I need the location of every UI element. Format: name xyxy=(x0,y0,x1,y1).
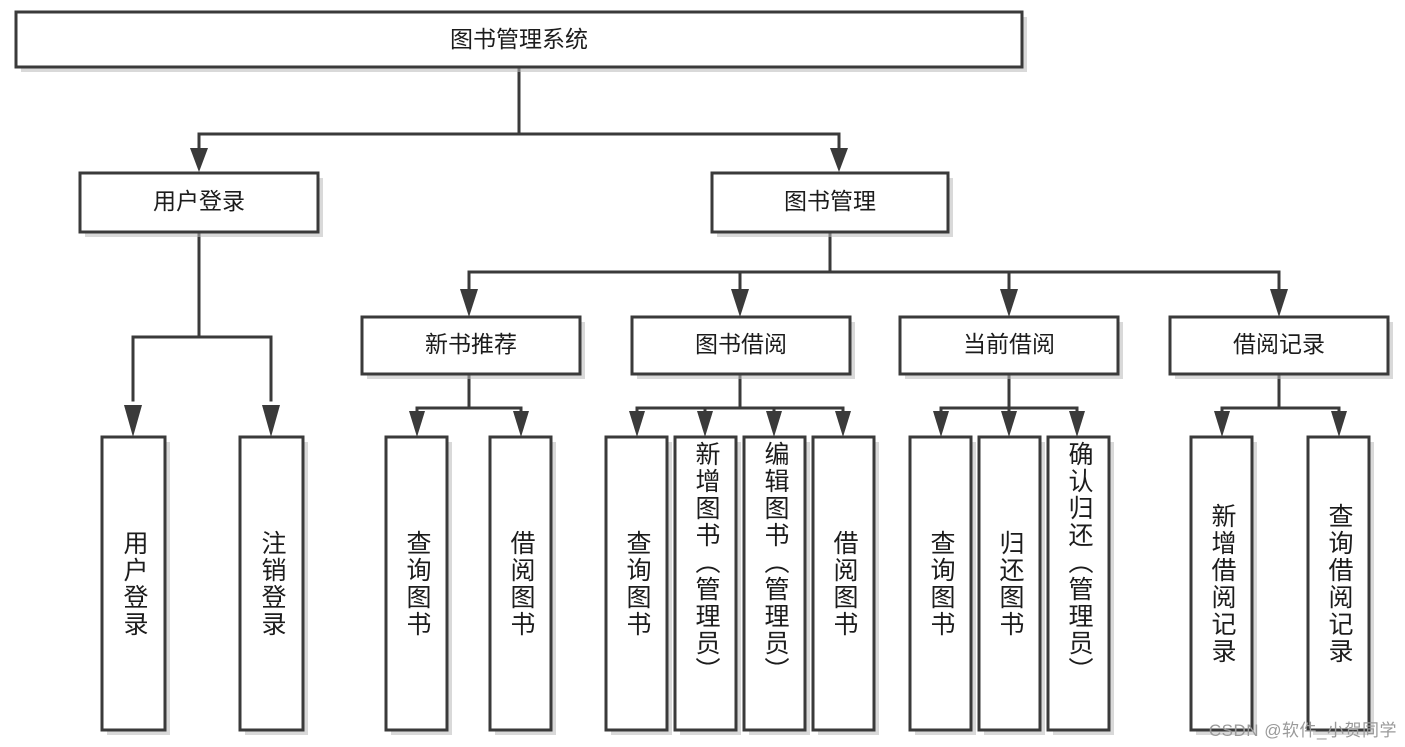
node-new-book-recommend-label: 新书推荐 xyxy=(425,331,517,357)
connector-borrow-record-to-leaves xyxy=(1214,372,1347,437)
node-current-borrow-label: 当前借阅 xyxy=(963,331,1055,357)
connector-current-borrow-to-leaves xyxy=(933,372,1085,437)
node-book-manage-label: 图书管理 xyxy=(784,188,876,214)
connector-root-to-level2 xyxy=(190,66,848,172)
leaf-book-borrow-3[interactable] xyxy=(811,435,879,735)
csdn-watermark: CSDN @软件_小贺同学 xyxy=(1208,721,1397,740)
leaf-current-borrow-1[interactable] xyxy=(977,435,1045,735)
leaf-current-borrow-0[interactable] xyxy=(908,435,976,735)
leaf-book-borrow-2[interactable] xyxy=(742,435,810,735)
leaf-user-login-1[interactable] xyxy=(238,435,308,735)
node-borrow-record-label: 借阅记录 xyxy=(1233,331,1325,357)
leaf-book-borrow-0[interactable] xyxy=(604,435,672,735)
node-user-login[interactable]: 用户登录 xyxy=(78,171,323,237)
node-borrow-record[interactable]: 借阅记录 xyxy=(1168,315,1393,379)
node-book-borrow[interactable]: 图书借阅 xyxy=(630,315,855,379)
leaf-book-borrow-1[interactable] xyxy=(673,435,741,735)
leaf-new-book-1[interactable] xyxy=(488,435,556,735)
leaf-new-book-0[interactable] xyxy=(384,435,452,735)
node-user-login-label: 用户登录 xyxy=(153,188,245,214)
connector-book-manage-to-level3 xyxy=(460,230,1288,317)
leaf-borrow-record-1[interactable] xyxy=(1306,435,1374,735)
connector-book-borrow-to-leaves xyxy=(629,372,851,437)
node-current-borrow[interactable]: 当前借阅 xyxy=(898,315,1123,379)
node-book-borrow-label: 图书借阅 xyxy=(695,331,787,357)
node-book-manage[interactable]: 图书管理 xyxy=(710,171,953,237)
node-root[interactable]: 图书管理系统 xyxy=(14,10,1027,72)
leaf-user-login-0[interactable] xyxy=(100,435,170,735)
node-new-book-recommend[interactable]: 新书推荐 xyxy=(360,315,585,379)
leaf-current-borrow-2[interactable] xyxy=(1046,435,1114,735)
connector-new-book-to-leaves xyxy=(409,372,529,437)
node-root-label: 图书管理系统 xyxy=(450,26,588,52)
connector-user-login-to-leaves xyxy=(124,230,280,437)
leaf-borrow-record-0[interactable] xyxy=(1189,435,1257,735)
